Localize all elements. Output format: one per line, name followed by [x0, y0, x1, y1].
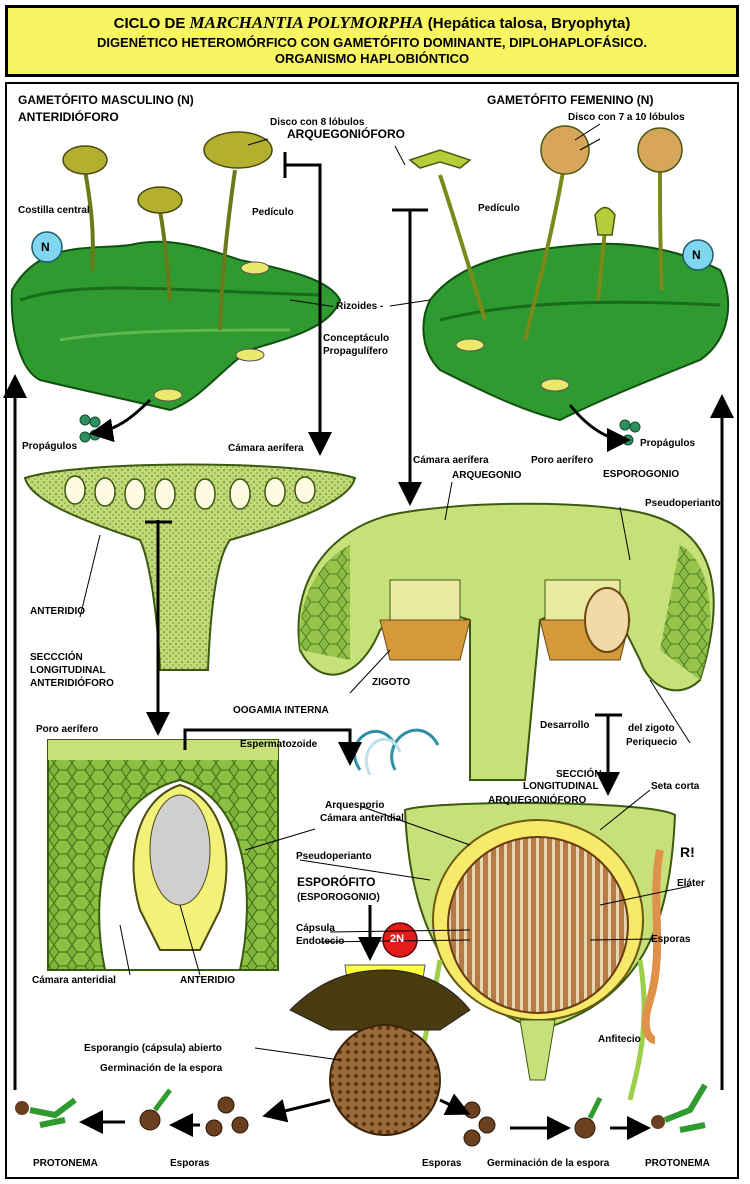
central-rib-label: Costilla central — [18, 205, 90, 216]
spore-germination-right-label: Germinación de la espora — [487, 1158, 610, 1169]
species-name: MARCHANTIA POLYMORPHA — [189, 13, 424, 32]
sporophyte-section — [403, 802, 677, 1111]
diagram-frame — [5, 82, 739, 1179]
sporogonium-label: ESPOROGONIO — [603, 469, 680, 480]
title-line-2: DIGENÉTICO HETEROMÓRFICO CON GAMETÓFITO … — [96, 35, 648, 50]
section-archegoniophore-line1: SECCIÓN — [556, 769, 602, 780]
endothecium-label: Endotecio — [296, 936, 345, 947]
pseudoperianth-mid-label: Pseudoperianto — [296, 851, 372, 862]
section-antheridiophore-line1: SECCCIÓN — [30, 652, 83, 663]
antheridium-detail — [47, 739, 279, 971]
internal-oogamy-label: OOGAMIA INTERNA — [233, 705, 329, 716]
short-seta-label: Seta corta — [651, 781, 700, 792]
propagules-right-label: Propágulos — [640, 438, 696, 449]
female-thallus — [422, 242, 730, 422]
propagules-left-label: Propágulos — [22, 441, 78, 452]
propagules-left — [79, 414, 101, 443]
protonema-left-label: PROTONEMA — [33, 1158, 98, 1169]
air-pore-right-label: Poro aerífero — [531, 455, 594, 466]
ploidy-2n-label: 2N — [390, 933, 405, 945]
development-label: Desarrollo — [540, 720, 590, 731]
section-archegoniophore-line2: LONGITUDINAL — [523, 781, 599, 792]
male-stalks — [83, 169, 237, 331]
spore-germination-left-label: Germinación de la espora — [100, 1063, 223, 1074]
rhizoids-label: - Rizoides - — [330, 301, 384, 312]
cycle-arrow-bars — [145, 152, 622, 717]
title-line-3: ORGANISMO HAPLOBIÓNTICO — [274, 51, 470, 66]
antheridium-bottom-label: ANTERIDIO — [180, 975, 235, 986]
ploidy-n-left-label: N — [41, 240, 50, 254]
antheridial-chamber-bottom-label: Cámara anteridial — [32, 975, 116, 986]
title-banner: CICLO DE MARCHANTIA POLYMORPHA (Hepática… — [5, 5, 739, 77]
sporophyte-title: ESPORÓFITO — [297, 875, 376, 889]
protonema-spore-left — [15, 1101, 29, 1115]
spores-column-label: Esporas — [651, 934, 691, 945]
section-antheridiophore-line3: ANTERIDIÓFORO — [30, 678, 114, 689]
disc-7-10-lobes-label: Disco con 7 a 10 lóbulos — [568, 112, 685, 123]
section-archegoniophore-line3: ARQUEGONIÓFORO — [488, 795, 587, 806]
spermatozoid-label: Espermatozoide — [240, 739, 318, 750]
elater-label: Eláter — [677, 878, 705, 889]
meiosis-mark: R! — [680, 844, 695, 860]
archegoniophore-discs — [408, 125, 683, 236]
open-capsule — [289, 964, 471, 1136]
ploidy-n-right-label: N — [692, 248, 701, 262]
cycle-arrows — [2, 163, 734, 1140]
ploidy-n-icon-right — [682, 239, 714, 271]
female-stalks — [438, 149, 664, 341]
open-sporangium-label: Esporangio (cápsula) abierto — [84, 1043, 222, 1054]
disc-8-lobes-label: Disco con 8 lóbulos — [270, 117, 365, 128]
archegoniophore-top-label: ARQUEGONIÓFORO — [287, 127, 406, 141]
archegoniophore-section — [297, 502, 715, 781]
conceptacle-label: Conceptáculo — [323, 333, 390, 344]
ploidy-n-icon-left — [31, 231, 63, 263]
leader-lines — [79, 123, 691, 1061]
female-gametophyte-title: GAMETÓFITO FEMENINO (N) — [487, 93, 654, 107]
air-chamber-right-label: Cámara aerífera — [413, 455, 489, 466]
of-zygote-label: del zigoto — [628, 723, 675, 734]
pedicel-right-label: Pedículo — [478, 203, 520, 214]
title-line-1: CICLO DE MARCHANTIA POLYMORPHA (Hepática… — [113, 13, 631, 32]
spermatozoid-icons — [353, 728, 440, 776]
archegonium-label: ARQUEGONIO — [452, 470, 522, 481]
archesporium-label: Arquesporio — [325, 800, 385, 811]
protonema-spore-right — [651, 1115, 665, 1129]
propaguliferous-label: Propagulífero — [323, 346, 389, 357]
antheridial-chamber-top-label: Cámara anteridial — [320, 813, 404, 824]
air-pore-left-label: Poro aerífero — [36, 724, 99, 735]
zygote-label: ZIGOTO — [372, 677, 411, 688]
male-thallus — [10, 240, 342, 412]
spores-right-label: Esporas — [422, 1158, 462, 1169]
antheridiophore-label: ANTERIDIÓFORO — [18, 110, 119, 124]
air-chamber-left-label: Cámara aerífera — [228, 443, 304, 454]
antheridium-top-label: ANTERIDIO — [30, 606, 85, 617]
protonema-icons — [29, 1083, 708, 1133]
germinating-spore-icons — [139, 1088, 603, 1139]
male-gametophyte-title: GAMETÓFITO MASCULINO (N) — [18, 93, 194, 107]
antheridiophore-discs — [62, 131, 273, 214]
protonema-right-label: PROTONEMA — [645, 1158, 710, 1169]
amphithecium-label: Anfitecio — [598, 1034, 641, 1045]
section-antheridiophore-line2: LONGITUDINAL — [30, 665, 106, 676]
spores-left-label: Esporas — [170, 1158, 210, 1169]
capsule-label: Cápsula — [296, 923, 335, 934]
perichaetium-label: Periquecio — [626, 737, 678, 748]
sporophyte-subtitle: (ESPOROGONIO) — [297, 892, 380, 903]
antheridiophore-section — [23, 463, 357, 671]
pedicel-left-label: Pedículo — [252, 207, 294, 218]
pseudoperianth-top-label: Pseudoperianto — [645, 498, 721, 509]
